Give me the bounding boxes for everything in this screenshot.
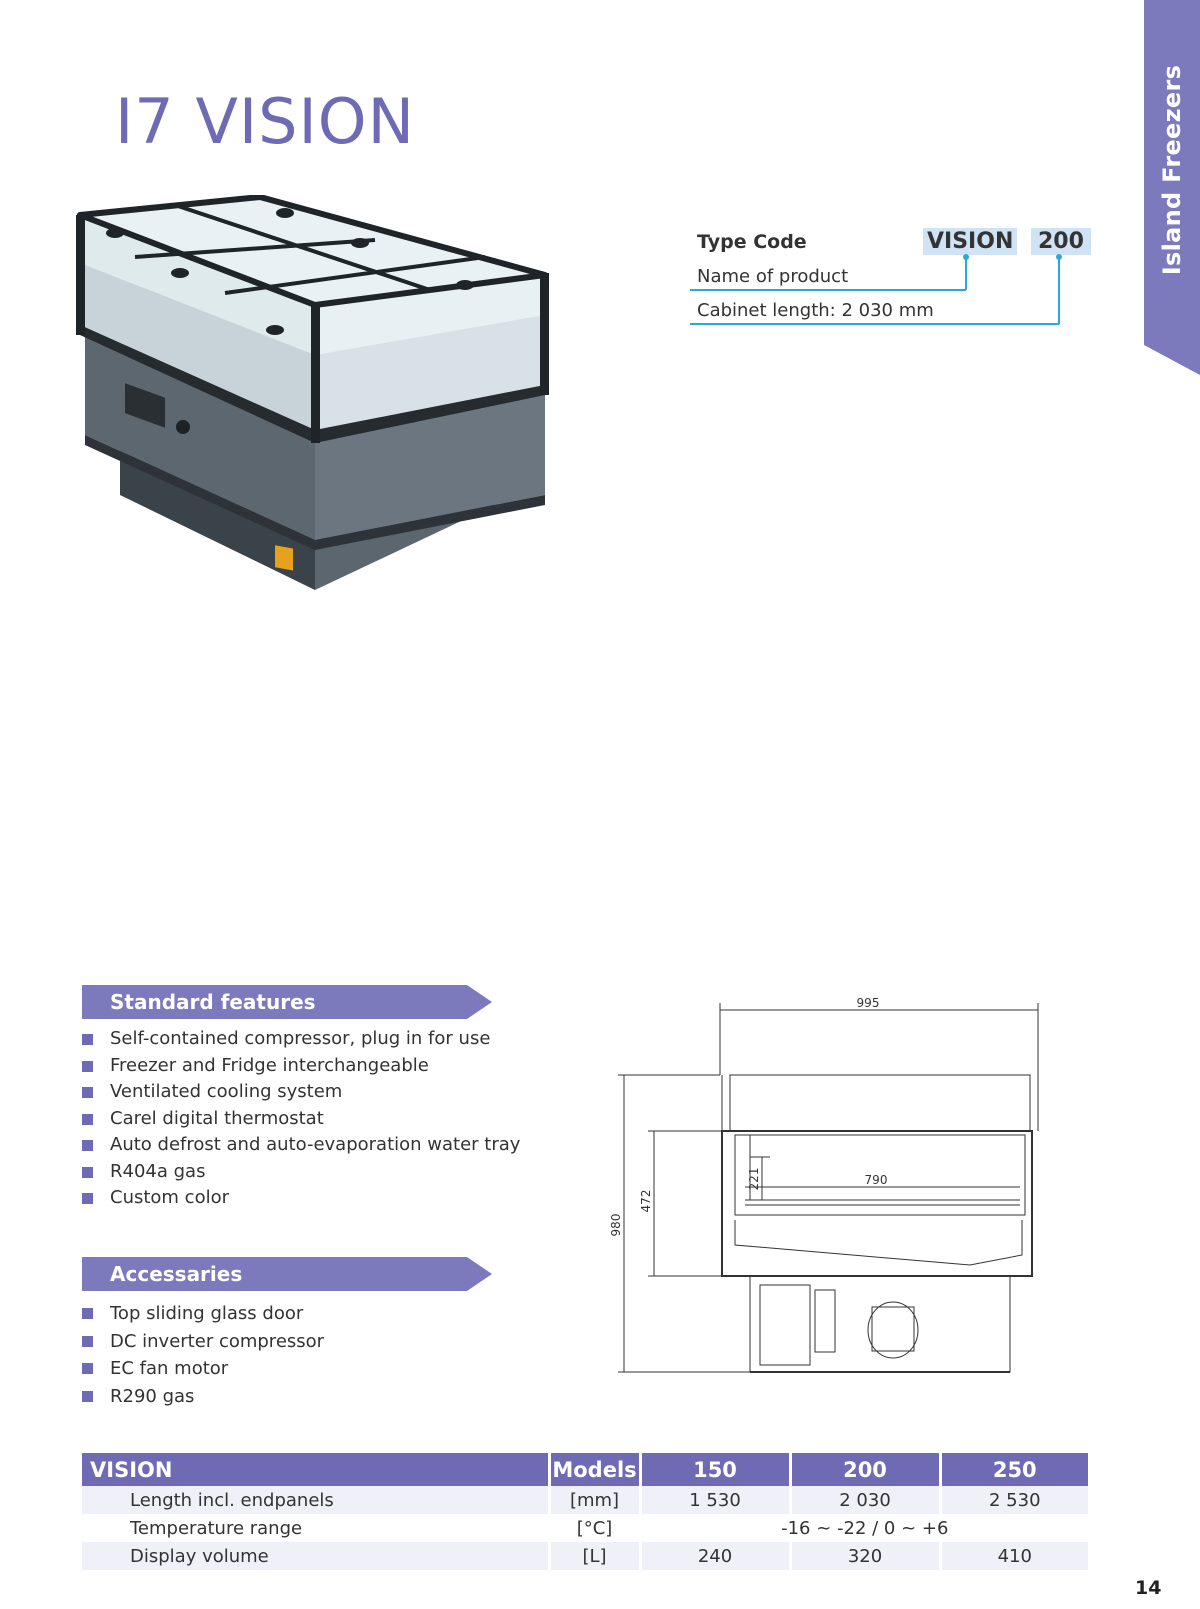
standard-features-banner (82, 985, 492, 1019)
standard-features-list: Self-contained compressor, plug in for u… (82, 1026, 520, 1212)
list-item: Self-contained compressor, plug in for u… (82, 1026, 520, 1053)
list-item: R404a gas (82, 1159, 520, 1186)
bullet-icon (82, 1034, 93, 1045)
bullet-icon (82, 1363, 93, 1374)
side-tab-label-wrap: Island Freezers (1148, 40, 1196, 300)
side-tab (1144, 0, 1200, 375)
table-header-series: VISION (82, 1453, 551, 1486)
bullet-icon (82, 1140, 93, 1151)
bullet-icon (82, 1166, 93, 1178)
spec-table: VISION Models 150 200 250 Length incl. e… (82, 1453, 1088, 1570)
table-header-150: 150 (640, 1453, 792, 1486)
table-header-250: 250 (940, 1453, 1088, 1486)
type-code-length-badge: 200 (1031, 228, 1091, 255)
type-code-label: Type Code (697, 231, 807, 253)
list-item: Auto defrost and auto-evaporation water … (82, 1132, 520, 1159)
table-header-200: 200 (790, 1453, 942, 1486)
side-tab-label: Island Freezers (1158, 64, 1186, 276)
list-item: Ventilated cooling system (82, 1079, 520, 1106)
type-code-connector-lines (690, 254, 1062, 325)
accessories-list: Top sliding glass door DC inverter compr… (82, 1300, 324, 1410)
page-number: 14 (1135, 1577, 1162, 1599)
bullet-icon (82, 1308, 93, 1319)
technical-drawing: 995 790 980 472 221 (610, 996, 1039, 1373)
accessories-banner (82, 1257, 492, 1291)
table-header-row: VISION Models 150 200 250 (82, 1453, 1088, 1486)
type-code-name-badge: VISION (923, 228, 1018, 255)
table-row: Display volume [L] 240 320 410 (82, 1542, 1088, 1570)
bullet-icon (82, 1335, 93, 1347)
bullet-icon (82, 1087, 93, 1098)
list-item: Custom color (82, 1185, 520, 1212)
type-code-length-desc: Cabinet length: 2 030 mm (697, 300, 934, 321)
list-item: Freezer and Fridge interchangeable (82, 1053, 520, 1080)
bullet-icon (82, 1060, 93, 1072)
bullet-icon (82, 1113, 93, 1125)
temperature-range-value: -16 ~ -22 / 0 ~ +6 (781, 1517, 949, 1539)
type-code-name-desc: Name of product (697, 266, 849, 287)
dimension-cabinet-height-label: 472 (639, 1190, 653, 1213)
list-item: DC inverter compressor (82, 1328, 324, 1356)
bullet-icon (82, 1193, 93, 1204)
list-item: Carel digital thermostat (82, 1106, 520, 1133)
product-image (76, 195, 549, 590)
list-item: EC fan motor (82, 1355, 324, 1383)
dimension-inner-depth-label: 221 (747, 1168, 761, 1191)
dimension-width-label: 995 (857, 996, 880, 1010)
dimension-height-label: 980 (610, 1214, 623, 1237)
table-header-models: Models (549, 1453, 642, 1486)
table-row: Length incl. endpanels [mm] 1 530 2 030 … (82, 1486, 1088, 1514)
page-title: I7 VISION (115, 85, 415, 158)
accessories-heading: Accessaries (110, 1262, 243, 1286)
dimension-inner-width-label: 790 (865, 1173, 888, 1187)
list-item: Top sliding glass door (82, 1300, 324, 1328)
bullet-icon (82, 1390, 93, 1402)
list-item: R290 gas (82, 1383, 324, 1411)
table-row: Temperature range [°C] -16 ~ -22 / 0 ~ +… (82, 1514, 1088, 1542)
standard-features-heading: Standard features (110, 990, 316, 1014)
